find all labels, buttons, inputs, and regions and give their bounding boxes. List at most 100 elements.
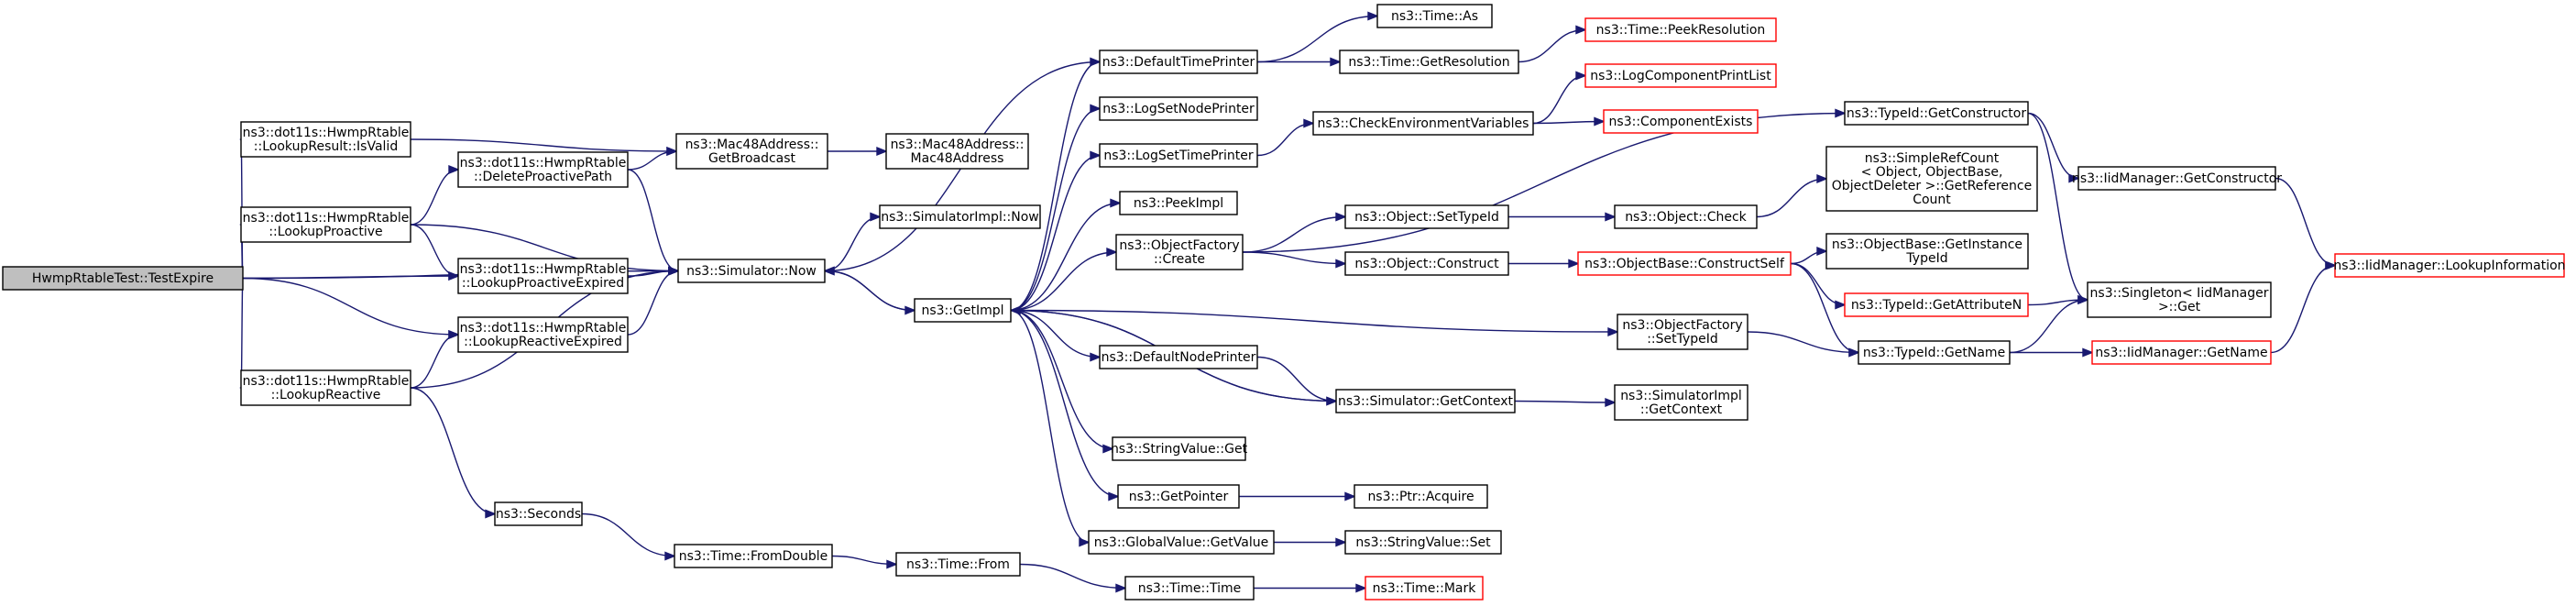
node-deftimeprinter[interactable]: ns3::DefaultTimePrinter xyxy=(1099,50,1258,74)
node-box xyxy=(1312,111,1534,136)
node-singletonget[interactable]: ns3::Singleton< IidManager>::Get xyxy=(2087,281,2272,318)
node-box xyxy=(1119,191,1238,215)
node-label: ns3::StringValue::Set xyxy=(1355,535,1491,550)
node-fromdouble[interactable]: ns3::Time::FromDouble xyxy=(674,544,833,568)
node-box xyxy=(1124,576,1255,600)
edge-line xyxy=(1010,107,1101,312)
node-deleteproactive[interactable]: ns3::dot11s::HwmpRtable::DeleteProactive… xyxy=(457,151,629,188)
node-box xyxy=(1088,530,1275,555)
node-simimplgetctx[interactable]: ns3::SimulatorImpl::GetContext xyxy=(1614,384,1748,421)
call-edge-objsettypeid-to-objcheck xyxy=(1508,212,1617,222)
node-box xyxy=(2077,166,2276,191)
arrowhead-icon xyxy=(1816,246,1828,257)
node-compexists[interactable]: ns3::ComponentExists xyxy=(1603,109,1759,134)
node-label: ns3::TypeId::GetAttributeN xyxy=(1851,298,2022,313)
edge-line xyxy=(1019,563,1126,589)
edge-line xyxy=(1010,154,1101,312)
node-iidgetname[interactable]: ns3::IidManager::GetName xyxy=(2091,340,2272,365)
node-box xyxy=(457,316,629,353)
node-label: ns3::PeekImpl xyxy=(1134,196,1223,211)
node-strvalset[interactable]: ns3::StringValue::Set xyxy=(1344,530,1502,555)
call-edge-globalgetvalue-to-strvalset xyxy=(1274,537,1347,547)
node-lookupproactive[interactable]: ns3::dot11s::HwmpRtable::LookupProactive xyxy=(240,206,411,243)
node-isvalid[interactable]: ns3::dot11s::HwmpRtable::LookupResult::I… xyxy=(240,121,411,158)
node-root[interactable]: HwmpRtableTest::TestExpire xyxy=(2,266,244,291)
node-box xyxy=(1099,96,1258,121)
node-peekimpl[interactable]: ns3::PeekImpl xyxy=(1119,191,1238,215)
node-label: Mac48Address xyxy=(911,151,1004,166)
call-edge-defnodeprinter-to-simgetcontext xyxy=(1256,356,1338,406)
node-simimplnow[interactable]: ns3::SimulatorImpl::Now xyxy=(879,204,1041,229)
node-label: ns3::TypeId::GetName xyxy=(1863,346,2005,360)
node-objcheck[interactable]: ns3::Object::Check xyxy=(1614,204,1758,229)
node-label: ns3::StringValue::Get xyxy=(1111,442,1248,457)
node-logcomplist[interactable]: ns3::LogComponentPrintList xyxy=(1584,63,1777,88)
arrowhead-icon xyxy=(1835,300,1847,310)
node-seconds[interactable]: ns3::Seconds xyxy=(494,501,583,526)
arrowhead-icon xyxy=(1303,118,1315,128)
node-timepeekres[interactable]: ns3::Time::PeekResolution xyxy=(1584,17,1777,42)
node-label: ns3::dot11s::HwmpRtable xyxy=(243,374,410,389)
edge-line xyxy=(410,224,459,277)
node-box xyxy=(2087,281,2272,318)
node-logsettime[interactable]: ns3::LogSetTimePrinter xyxy=(1099,143,1258,168)
arrowhead-icon xyxy=(1848,347,1860,358)
node-getimpl[interactable]: ns3::GetImpl xyxy=(914,298,1012,323)
node-defnodeprinter[interactable]: ns3::DefaultNodePrinter xyxy=(1099,345,1258,369)
node-getpointer[interactable]: ns3::GetPointer xyxy=(1117,484,1240,509)
node-typeidgetctor[interactable]: ns3::TypeId::GetConstructor xyxy=(1844,101,2029,126)
edge-line xyxy=(1010,309,1113,450)
node-label: ::DeleteProactivePath xyxy=(474,170,612,184)
edge-line xyxy=(581,512,675,557)
node-label: ns3::Time::Time xyxy=(1138,581,1241,596)
node-globalgetvalue[interactable]: ns3::GlobalValue::GetValue xyxy=(1088,530,1275,555)
node-typeidgetname[interactable]: ns3::TypeId::GetName xyxy=(1858,340,2011,365)
node-label: ns3::dot11s::HwmpRtable xyxy=(460,321,627,336)
node-mac48ctor[interactable]: ns3::Mac48Address::Mac48Address xyxy=(885,133,1029,170)
call-edge-seconds-to-fromdouble xyxy=(581,512,676,561)
node-getpointacquire[interactable]: ns3::Ptr::Acquire xyxy=(1354,484,1488,509)
node-label: ns3::GetPointer xyxy=(1129,490,1229,504)
node-timeas[interactable]: ns3::Time::As xyxy=(1376,4,1493,28)
call-edge-getimpl-to-logsetnode xyxy=(1010,104,1102,312)
node-getbroadcast[interactable]: ns3::Mac48Address::GetBroadcast xyxy=(675,133,828,170)
node-simplerefcount[interactable]: ns3::SimpleRefCount< Object, ObjectBase,… xyxy=(1825,146,2038,212)
node-box xyxy=(1614,384,1748,421)
edge-line xyxy=(627,270,679,336)
node-constructself[interactable]: ns3::ObjectBase::ConstructSelf xyxy=(1577,251,1792,276)
node-timegetres[interactable]: ns3::Time::GetResolution xyxy=(1339,50,1519,74)
node-timemark[interactable]: ns3::Time::Mark xyxy=(1365,576,1484,600)
arrowhead-icon xyxy=(2082,347,2094,358)
node-checkenv[interactable]: ns3::CheckEnvironmentVariables xyxy=(1312,111,1534,136)
node-timefrom[interactable]: ns3::Time::From xyxy=(895,552,1021,577)
node-iidlookupinfo[interactable]: ns3::IidManager::LookupInformation xyxy=(2333,253,2566,278)
arrowhead-icon xyxy=(1335,212,1347,222)
call-edge-getimpl-to-strvalget xyxy=(1010,309,1114,454)
node-simnow[interactable]: ns3::Simulator::Now xyxy=(677,259,826,283)
arrowhead-icon xyxy=(1335,537,1347,547)
node-strvalget[interactable]: ns3::StringValue::Get xyxy=(1111,436,1248,461)
call-edge-timefrom-to-timetime xyxy=(1019,563,1127,593)
node-objsettypeid[interactable]: ns3::Object::SetTypeId xyxy=(1344,204,1509,229)
arrowhead-icon xyxy=(2077,294,2089,305)
node-objfactcreate[interactable]: ns3::ObjectFactory::Create xyxy=(1115,234,1244,270)
node-reactiveexpired[interactable]: ns3::dot11s::HwmpRtable::LookupReactiveE… xyxy=(457,316,629,353)
node-iidgetctor[interactable]: ns3::IidManager::GetConstructor xyxy=(2072,166,2282,191)
call-edge-objfactsettypeid-to-typeidgetname xyxy=(1747,331,1860,358)
node-objfactsettypeid[interactable]: ns3::ObjectFactory::SetTypeId xyxy=(1617,314,1748,350)
node-objconstruct[interactable]: ns3::Object::Construct xyxy=(1344,251,1509,276)
node-lookupreactive[interactable]: ns3::dot11s::HwmpRtable::LookupReactive xyxy=(240,369,411,406)
node-label: ::GetContext xyxy=(1640,402,1723,417)
node-simgetcontext[interactable]: ns3::Simulator::GetContext xyxy=(1335,389,1516,413)
node-label: ::LookupProactive xyxy=(269,225,382,239)
node-getattributen[interactable]: ns3::TypeId::GetAttributeN xyxy=(1844,292,2029,317)
node-box xyxy=(674,544,833,568)
node-box xyxy=(677,259,826,283)
node-logsetnode[interactable]: ns3::LogSetNodePrinter xyxy=(1099,96,1258,121)
arrowhead-icon xyxy=(1816,173,1828,184)
node-proactiveexpired[interactable]: ns3::dot11s::HwmpRtable::LookupProactive… xyxy=(457,258,629,294)
call-edge-getimpl-to-getpointer xyxy=(1010,309,1120,501)
node-timetime[interactable]: ns3::Time::Time xyxy=(1124,576,1255,600)
node-label: ns3::ObjectFactory xyxy=(1119,238,1239,253)
